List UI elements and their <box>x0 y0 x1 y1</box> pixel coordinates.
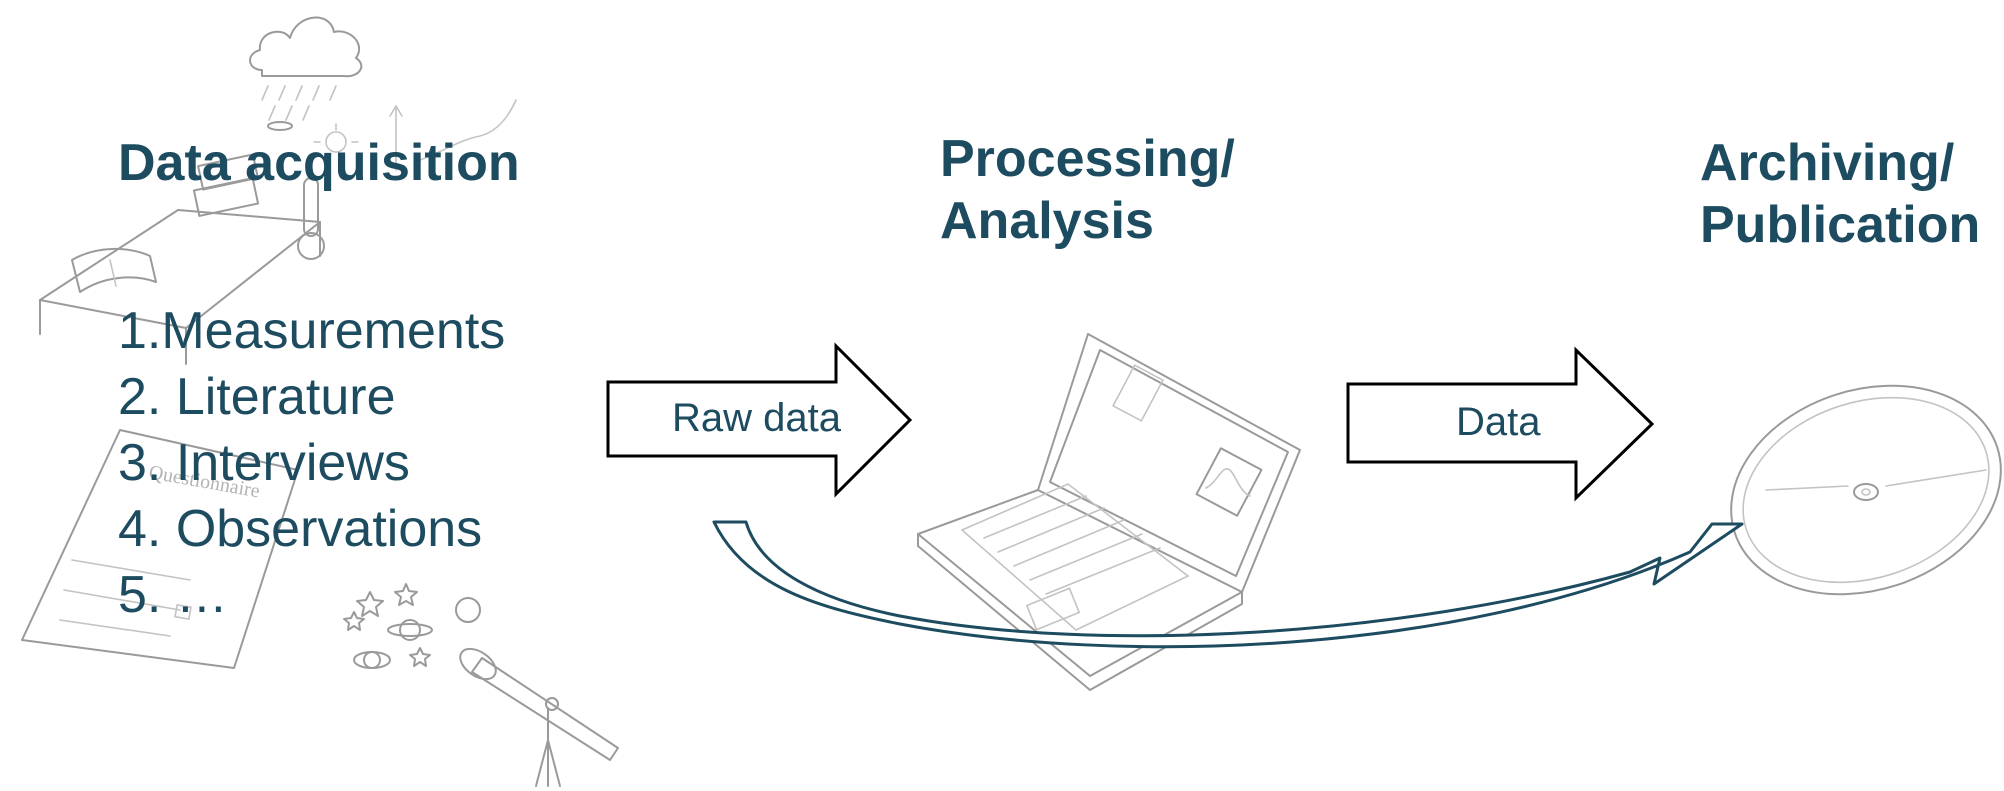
data-arrow <box>1346 346 1655 502</box>
processing-analysis-heading: Processing/ Analysis <box>940 128 1235 252</box>
list-item: 3. Interviews <box>118 434 410 492</box>
publication-title-line: Publication <box>1700 196 1981 254</box>
analysis-title-line: Analysis <box>940 192 1154 250</box>
thermometer-sketch <box>297 177 325 260</box>
raw-data-arrow <box>606 342 913 498</box>
data-acquisition-title: Data acquisition <box>118 134 520 192</box>
laptop-sketch <box>917 333 1301 691</box>
stars-planets-sketch <box>343 583 481 669</box>
acquisition-methods-list: 1.Measurements 2. Literature 3. Intervie… <box>118 298 505 628</box>
bypass-arrow <box>712 520 1744 649</box>
data-label: Data <box>1456 400 1541 444</box>
list-item: 4. Observations <box>118 500 483 558</box>
data-acquisition-heading: Data acquisition <box>118 132 520 194</box>
weather-graph-sketch <box>313 99 517 171</box>
cloud-rain-sketch <box>249 16 363 131</box>
list-item: 1.Measurements <box>118 302 506 360</box>
raw-data-label: Raw data <box>672 396 841 440</box>
telescope-sketch <box>459 647 619 787</box>
list-item: 2. Literature <box>118 368 396 426</box>
disc-sketch <box>1730 384 2002 596</box>
list-item: 5. … <box>118 566 228 624</box>
archiving-publication-heading: Archiving/ Publication <box>1700 132 1980 256</box>
archiving-title-line: Archiving/ <box>1700 134 1955 192</box>
processing-title-line: Processing/ <box>940 130 1235 188</box>
books-desk-sketch <box>39 153 321 365</box>
